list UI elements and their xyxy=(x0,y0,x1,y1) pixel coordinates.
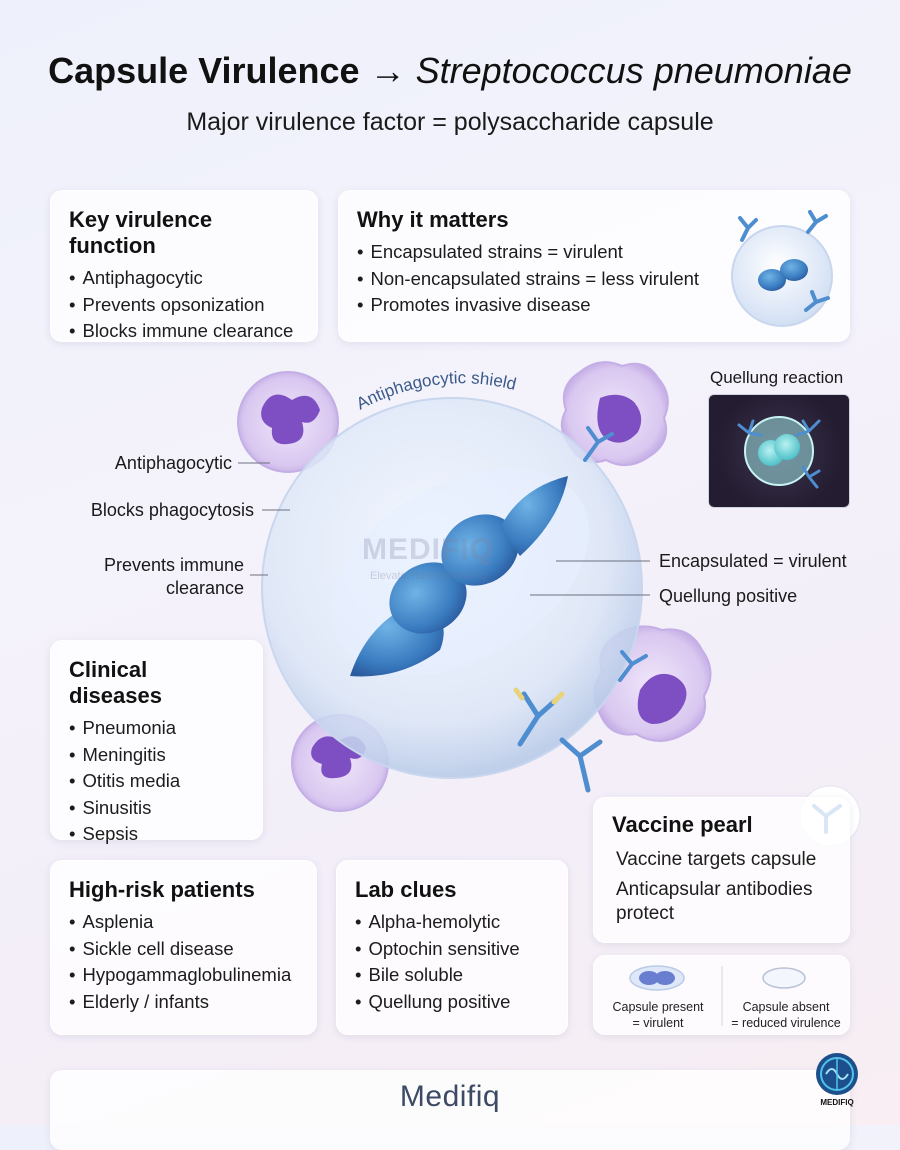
list-item: Optochin sensitive xyxy=(355,936,549,963)
small-capsule-icon xyxy=(731,210,833,327)
list-item: Bile soluble xyxy=(355,962,549,989)
list-item: Pneumonia xyxy=(69,715,244,742)
list-item: Prevents opsonization xyxy=(69,292,299,319)
list-item: Alpha-hemolytic xyxy=(355,909,549,936)
page-subtitle: Major virulence factor = polysaccharide … xyxy=(186,108,714,136)
clinical-title: Clinical diseases xyxy=(69,657,162,708)
list-item: Non-encapsulated strains = less virulent xyxy=(357,266,831,293)
logo-text: MEDIFIQ xyxy=(820,1098,854,1107)
footer-brand: Medifiq xyxy=(399,1080,501,1113)
quellung-illustration xyxy=(737,416,821,489)
vaccine-line: protect xyxy=(616,903,675,924)
why-matters-title: Why it matters xyxy=(357,207,509,232)
clinical-card: Clinical diseases Pneumonia Meningitis O… xyxy=(50,640,263,844)
key-function-card: Key virulence function Antiphagocytic Pr… xyxy=(50,190,318,342)
vaccine-card: Vaccine pearl Vaccine targets capsule An… xyxy=(593,797,850,943)
antibody-icon xyxy=(583,426,614,462)
high-risk-list: Asplenia Sickle cell disease Hypogammagl… xyxy=(69,909,298,1015)
vaccine-line: Vaccine targets capsule xyxy=(616,849,817,870)
list-item: Otitis media xyxy=(69,768,244,795)
capsule-absent-line: = reduced virulence xyxy=(731,1016,841,1030)
vaccine-line: Anticapsular antibodies xyxy=(616,879,813,900)
antibody-icon xyxy=(618,650,648,682)
list-item: Sinusitis xyxy=(69,795,244,822)
label-encapsulated-virulent: Encapsulated = virulent xyxy=(659,551,847,571)
why-matters-list: Encapsulated strains = virulent Non-enca… xyxy=(357,239,831,319)
lab-list: Alpha-hemolytic Optochin sensitive Bile … xyxy=(355,909,549,1015)
list-item: Quellung positive xyxy=(355,989,549,1016)
watermark: MEDIFIQ xyxy=(362,533,494,566)
label-clearance: clearance xyxy=(165,578,244,598)
antibody-icon xyxy=(559,737,603,793)
high-risk-card: High-risk patients Asplenia Sickle cell … xyxy=(50,860,317,1035)
key-function-list: Antiphagocytic Prevents opsonization Blo… xyxy=(69,265,299,345)
lab-title: Lab clues xyxy=(355,877,457,902)
capsule-compare-card: Capsule present = virulent Capsule absen… xyxy=(593,955,850,1035)
label-antiphagocytic: Antiphagocytic xyxy=(114,453,232,473)
list-item: Hypogammaglobulinemia xyxy=(69,962,298,989)
high-risk-title: High-risk patients xyxy=(69,877,255,902)
list-item: Asplenia xyxy=(69,909,298,936)
label-quellung-positive: Quellung positive xyxy=(659,586,798,606)
neutrophil-top-right xyxy=(560,361,669,467)
list-item: Promotes invasive disease xyxy=(357,292,831,319)
key-function-title: Key virulence function xyxy=(69,207,213,258)
capsule-absent-text: Capsule absent = reduced virulence xyxy=(726,999,846,1031)
title-bold: Capsule Virulence → xyxy=(48,50,406,91)
capsule-compare-icons xyxy=(629,965,806,1026)
quellung-image xyxy=(708,394,850,508)
watermark-sub: Elevate Your Medical IQ xyxy=(370,570,488,582)
capsule-present-text: Capsule present = virulent xyxy=(602,999,714,1031)
vaccine-title: Vaccine pearl xyxy=(612,812,753,837)
antibody-icon xyxy=(513,687,565,747)
capsule-absent-line: Capsule absent xyxy=(742,1000,830,1014)
quellung-label: Quellung reaction xyxy=(710,368,844,387)
neutrophil-top-left xyxy=(237,371,339,473)
list-item: Elderly / infants xyxy=(69,989,298,1016)
list-item: Sepsis xyxy=(69,821,244,848)
clinical-list: Pneumonia Meningitis Otitis media Sinusi… xyxy=(69,715,244,848)
capsule-present-line: Capsule present xyxy=(612,1000,704,1014)
list-item: Encapsulated strains = virulent xyxy=(357,239,831,266)
page-title: Capsule Virulence → Streptococcus pneumo… xyxy=(0,50,900,92)
list-item: Blocks immune clearance xyxy=(69,318,299,345)
label-blocks-phagocytosis: Blocks phagocytosis xyxy=(90,500,254,520)
list-item: Sickle cell disease xyxy=(69,936,298,963)
lab-card: Lab clues Alpha-hemolytic Optochin sensi… xyxy=(336,860,568,1035)
list-item: Antiphagocytic xyxy=(69,265,299,292)
capsule-present-line: = virulent xyxy=(632,1016,684,1030)
bacteria-chain xyxy=(350,476,568,677)
label-prevents-immune: Prevents immune xyxy=(103,555,244,575)
brain-logo-icon xyxy=(816,1053,858,1095)
title-italic: Streptococcus pneumoniae xyxy=(415,50,852,91)
list-item: Meningitis xyxy=(69,742,244,769)
